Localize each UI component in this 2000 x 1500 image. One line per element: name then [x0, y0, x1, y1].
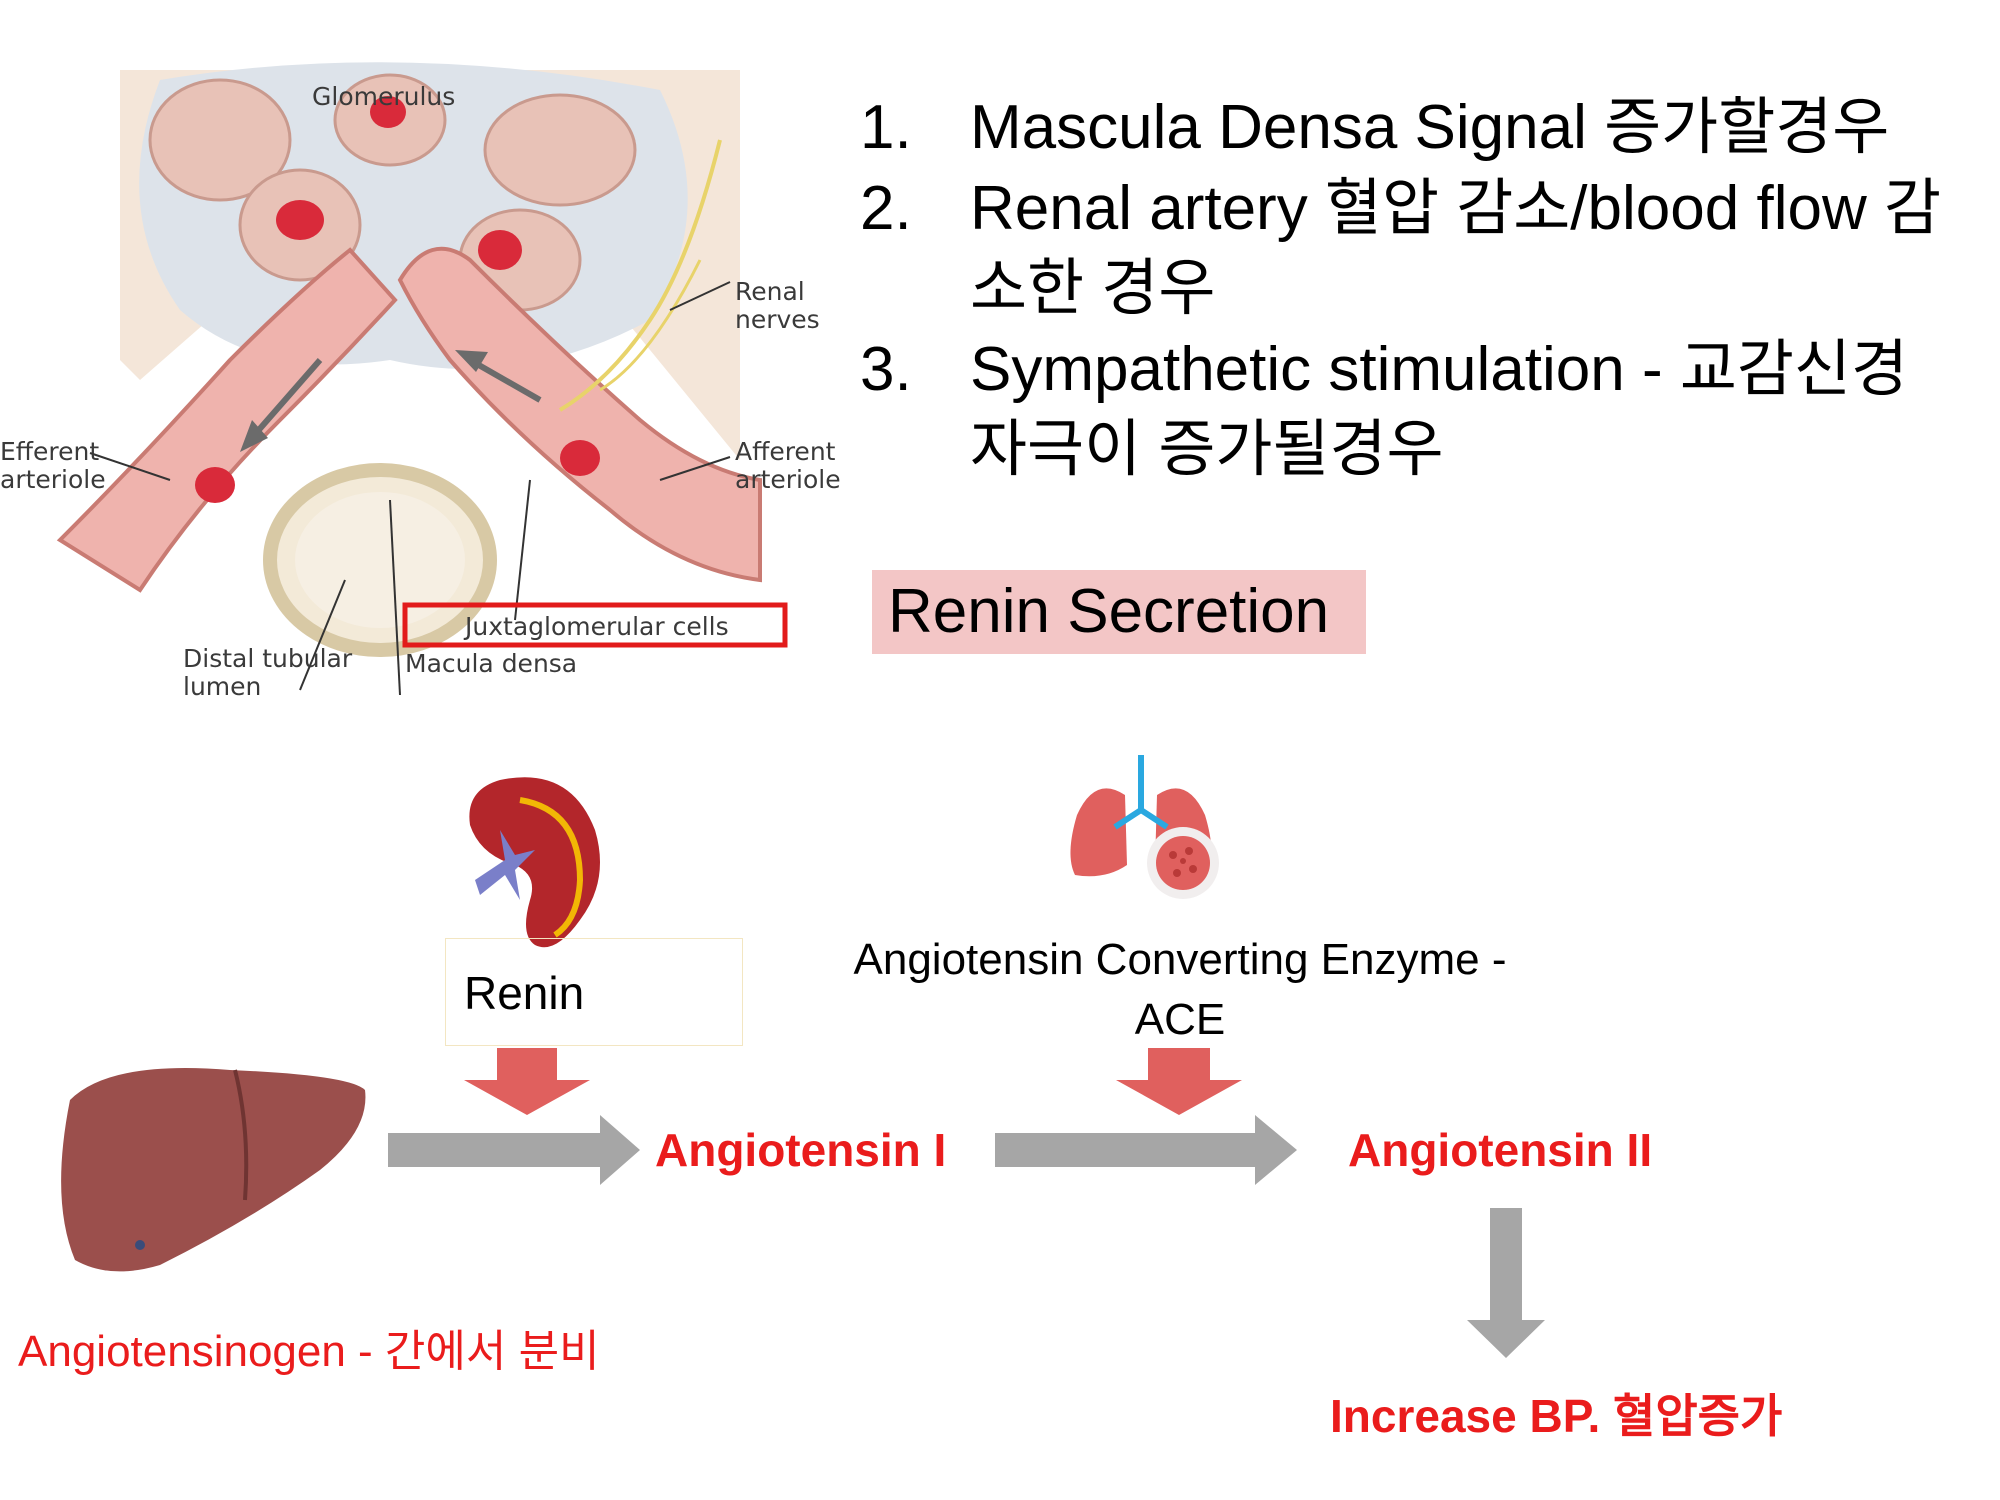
condition-number: 3. [860, 334, 912, 404]
condition-text: Sympathetic stimulation - 교감신경 자극이 증가될경우 [970, 334, 1908, 485]
condition-text: Mascula Densa Signal 증가할경우 [970, 93, 1890, 162]
label-glomerulus: Glomerulus [312, 82, 456, 111]
juxtaglomerular-highlight-box [402, 602, 788, 648]
renin-label-box: Renin [445, 938, 743, 1046]
condition-item: 3. Sympathetic stimulation - 교감신경 자극이 증가… [860, 330, 1980, 491]
condition-item: 2. Renal artery 혈압 감소/blood flow 감소한 경우 [860, 169, 1980, 330]
arrow-angiotensin-2-to-increase-bp [1467, 1208, 1545, 1358]
arrow-angiotensinogen-to-angiotensin-1 [388, 1115, 640, 1185]
juxtaglomerular-apparatus-illustration [0, 60, 860, 720]
label-macula-densa: Macula densa [405, 649, 578, 678]
kidney-icon [469, 777, 600, 948]
renin-secretion-highlight: Renin Secretion [872, 570, 1366, 654]
angiotensin-1-label: Angiotensin I [655, 1124, 947, 1176]
condition-item: 1. Mascula Densa Signal 증가할경우 [860, 88, 1980, 169]
label-distal-tubular-lumen: Distal tubular lumen [183, 644, 353, 701]
increase-bp-label: Increase BP. 혈압증가 [1330, 1390, 1783, 1442]
ace-label: Angiotensin Converting Enzyme - ACE [853, 935, 1507, 1044]
arrow-ace-down [1116, 1048, 1242, 1115]
renin-trigger-conditions: 1. Mascula Densa Signal 증가할경우 2. Renal a… [860, 88, 1980, 491]
label-juxtaglomerular-cells: Juxtaglomerular cells [465, 612, 729, 641]
angiotensin-2-label: Angiotensin II [1348, 1124, 1653, 1176]
condition-number: 1. [860, 93, 912, 162]
label-afferent-arteriole: Afferent arteriole [735, 437, 841, 494]
angiotensinogen-label: Angiotensinogen - 간에서 분비 [18, 1327, 600, 1376]
lungs-icon [1070, 755, 1219, 899]
label-efferent-arteriole: Efferent arteriole [0, 437, 106, 494]
condition-number: 2. [860, 173, 912, 243]
arrow-renin-down [464, 1048, 590, 1115]
arrow-angiotensin-1-to-angiotensin-2 [995, 1115, 1297, 1185]
condition-text: Renal artery 혈압 감소/blood flow 감소한 경우 [970, 173, 1941, 324]
label-renal-nerves: Renal nerves [735, 277, 820, 334]
liver-icon [61, 1068, 366, 1272]
kidney-anatomy-graphic [56, 62, 788, 696]
